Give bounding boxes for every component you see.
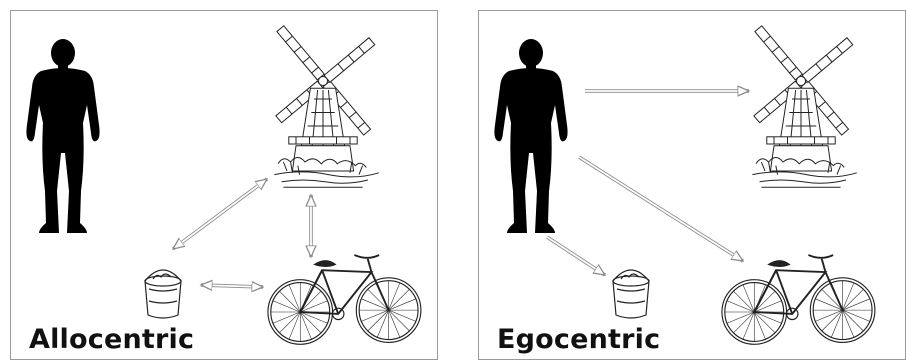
person-bucket-arrow [547, 237, 605, 275]
person-silhouette-icon [494, 39, 567, 233]
bicycle-icon [268, 255, 421, 344]
bucket-icon [145, 270, 181, 318]
relation-arrows [173, 179, 311, 287]
person-silhouette-icon [26, 39, 99, 233]
bicycle-icon [722, 255, 875, 344]
windmill-bucket-arrow [173, 179, 267, 249]
person-bicycle-arrow [579, 157, 743, 261]
windmill-icon [274, 26, 378, 187]
bucket-icon [613, 270, 649, 318]
egocentric-panel: Egocentric [478, 10, 906, 360]
allocentric-panel: Allocentric [10, 10, 438, 360]
relation-arrows [547, 91, 749, 275]
allocentric-caption: Allocentric [29, 324, 194, 355]
egocentric-caption: Egocentric [497, 324, 660, 355]
windmill-icon [752, 26, 856, 187]
